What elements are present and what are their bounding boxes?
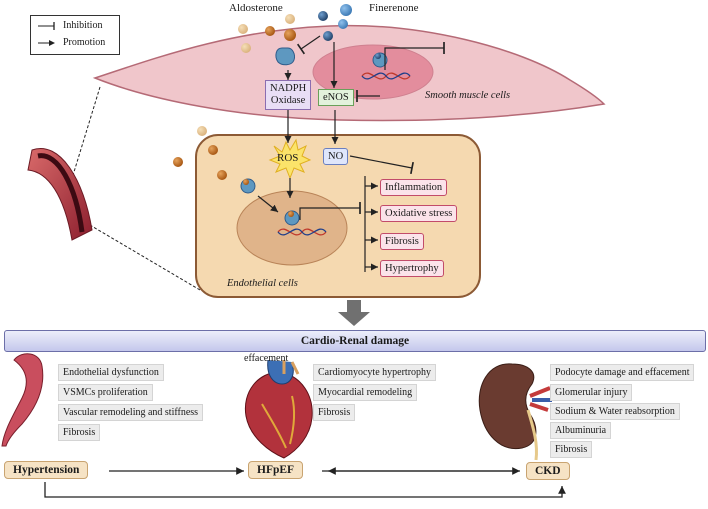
no-box: NO xyxy=(323,148,349,165)
smooth-muscle-nucleus xyxy=(312,44,434,100)
hypertension-effect-2: VSMCs proliferation xyxy=(58,384,153,401)
down-arrow-icon xyxy=(338,300,370,326)
hfpef-effect-3: Fibrosis xyxy=(313,404,356,421)
blood-vessel xyxy=(27,148,93,241)
outcome-inflammation: Inflammation xyxy=(380,179,448,196)
nadph-line2: Oxidase xyxy=(270,95,306,106)
legend-inhibition: Inhibition xyxy=(37,20,102,31)
aldosterone-label: Aldosterone xyxy=(229,2,283,14)
ckd-effect-4: Albuminuria xyxy=(550,422,612,439)
hypertension-label: Hypertension xyxy=(4,461,89,479)
promotion-icon xyxy=(38,39,55,46)
legend: Inhibition Promotion xyxy=(30,15,120,55)
hypertension-effect-3: Vascular remodeling and stiffness xyxy=(58,404,204,421)
ckd-effect-5: Fibrosis xyxy=(550,441,593,458)
ckd-label: CKD xyxy=(526,462,570,480)
dna-endothelial xyxy=(277,228,327,236)
smooth-muscle-label: Smooth muscle cells xyxy=(425,90,511,101)
ros-burst xyxy=(268,138,312,180)
outcome-oxidative-stress: Oxidative stress xyxy=(380,205,458,222)
receptor-top xyxy=(275,47,295,66)
outcome-fibrosis: Fibrosis xyxy=(380,233,424,250)
ckd-effect-1: Podocyte damage and effacement xyxy=(550,364,695,381)
hypertension-effect-1: Endothelial dysfunction xyxy=(58,364,164,381)
ros-label: ROS xyxy=(277,152,299,164)
finerenone-label: Finerenone xyxy=(369,2,419,14)
outcome-hypertrophy: Hypertrophy xyxy=(380,260,444,277)
legend-inhibition-label: Inhibition xyxy=(63,20,103,31)
nadph-oxidase-box: NADPH Oxidase xyxy=(265,80,312,110)
hfpef-effect-1: Cardiomyocyte hypertrophy xyxy=(313,364,437,381)
ckd-effect-3: Sodium & Water reabsorption xyxy=(550,403,680,420)
legend-promotion-label: Promotion xyxy=(63,37,106,48)
inhibition-icon xyxy=(38,21,55,30)
endothelial-label: Endothelial cells xyxy=(227,278,298,289)
kidney-illustration xyxy=(478,363,552,461)
hypertension-effect-4: Fibrosis xyxy=(58,424,101,441)
artery-illustration xyxy=(1,353,44,447)
cardio-renal-banner: Cardio-Renal damage xyxy=(4,330,706,352)
nadph-line1: NADPH xyxy=(270,83,307,94)
legend-promotion: Promotion xyxy=(37,37,105,48)
enos-box: eNOS xyxy=(318,89,354,106)
ckd-effect-2: Glomerular injury xyxy=(550,384,633,401)
hfpef-top-label: effacement xyxy=(244,353,289,364)
endothelial-nucleus xyxy=(236,190,348,266)
hfpef-label: HFpEF xyxy=(248,461,304,479)
hfpef-effect-2: Myocardial remodeling xyxy=(313,384,418,401)
heart-illustration xyxy=(244,359,313,459)
dna-smooth xyxy=(361,72,411,80)
